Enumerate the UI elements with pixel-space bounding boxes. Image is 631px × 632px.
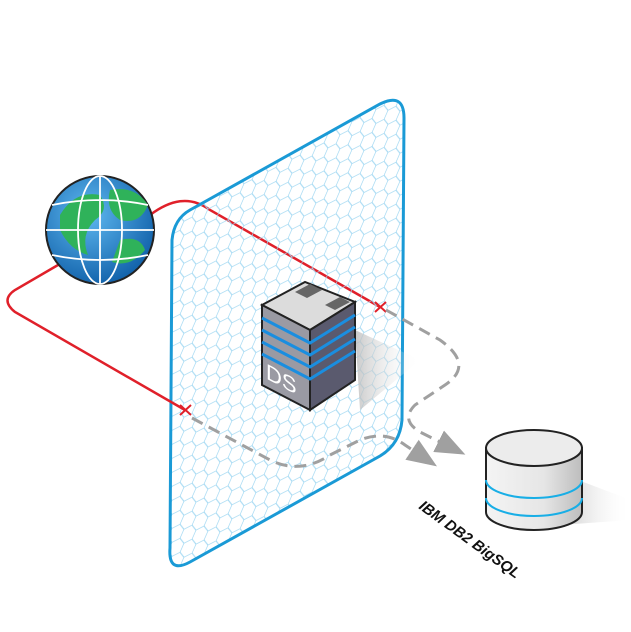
connection-line-bottom <box>6 263 186 412</box>
data-flow-arrow-lower <box>191 416 437 468</box>
server-icon: DS <box>259 280 420 412</box>
x-marker-icon <box>179 301 387 416</box>
data-flow-arrow-upper <box>385 308 466 455</box>
globe-icon <box>45 175 155 285</box>
database-icon <box>485 429 631 531</box>
